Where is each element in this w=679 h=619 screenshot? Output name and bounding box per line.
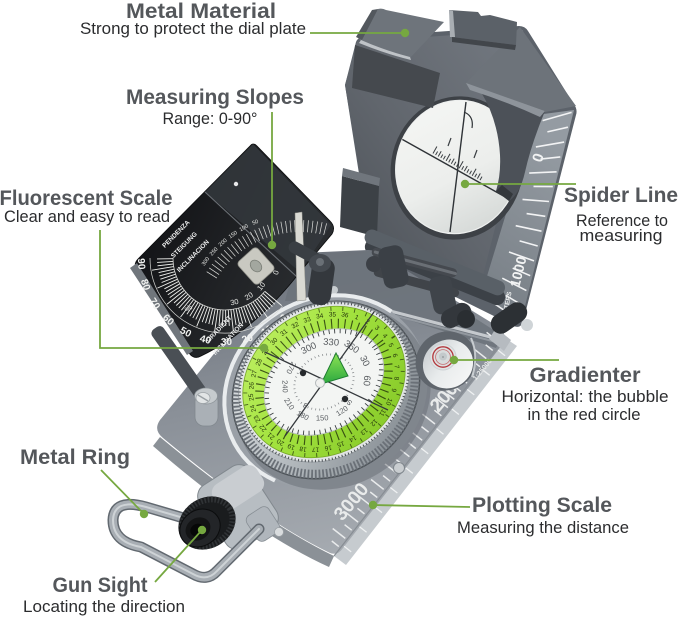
- svg-text:27: 27: [250, 369, 258, 378]
- svg-text:0: 0: [271, 269, 281, 275]
- svg-text:Spider Line: Spider Line: [564, 183, 678, 207]
- svg-text:90: 90: [135, 258, 147, 270]
- svg-text:31: 31: [279, 328, 289, 338]
- svg-text:200: 200: [218, 238, 229, 249]
- svg-text:Locating the direction: Locating the direction: [23, 597, 185, 616]
- svg-text:11: 11: [377, 408, 387, 418]
- svg-text:28: 28: [255, 357, 264, 367]
- svg-text:Strong to protect the dial pla: Strong to protect the dial plate: [80, 19, 306, 38]
- svg-text:S: S: [346, 397, 354, 406]
- svg-text:Horizontal: the bubble: Horizontal: the bubble: [502, 387, 669, 406]
- svg-text:34: 34: [316, 313, 325, 321]
- svg-text:30: 30: [221, 337, 233, 348]
- svg-text:26: 26: [248, 382, 255, 390]
- svg-text:Gradienter: Gradienter: [530, 363, 642, 387]
- svg-text:2: 2: [364, 318, 371, 326]
- svg-text:15: 15: [336, 439, 345, 448]
- svg-text:150: 150: [316, 413, 329, 422]
- svg-text:%: %: [183, 303, 194, 314]
- svg-text:24: 24: [249, 403, 258, 412]
- svg-text:14: 14: [347, 434, 357, 444]
- svg-text:32: 32: [291, 321, 301, 331]
- svg-text:12: 12: [368, 417, 378, 427]
- svg-text:10: 10: [384, 397, 393, 407]
- svg-text:6: 6: [391, 353, 399, 359]
- svg-text:Metal Ring: Metal Ring: [20, 445, 130, 469]
- svg-text:13: 13: [358, 426, 368, 436]
- svg-text:30: 30: [357, 354, 372, 368]
- svg-text:measuring: measuring: [580, 226, 663, 245]
- svg-text:Plotting Scale: Plotting Scale: [472, 493, 612, 517]
- svg-text:9: 9: [389, 388, 397, 393]
- svg-text:33: 33: [303, 316, 312, 325]
- svg-text:Range: 0-90°: Range: 0-90°: [163, 109, 258, 128]
- svg-text:60: 60: [361, 375, 373, 386]
- svg-text:in the red circle: in the red circle: [528, 405, 641, 424]
- svg-text:7: 7: [393, 365, 400, 370]
- svg-text:Fluorescent Scale: Fluorescent Scale: [0, 186, 173, 210]
- svg-text:25: 25: [248, 393, 256, 402]
- svg-text:80: 80: [138, 278, 152, 292]
- svg-text:5: 5: [387, 342, 395, 349]
- svg-text:16: 16: [324, 443, 333, 451]
- svg-text:300: 300: [201, 256, 211, 267]
- svg-text:3: 3: [373, 325, 381, 333]
- svg-text:Clear and easy to read: Clear and easy to read: [4, 207, 170, 226]
- svg-text:330: 330: [323, 337, 340, 349]
- svg-text:240: 240: [280, 380, 289, 393]
- svg-text:20: 20: [243, 290, 255, 302]
- svg-text:21: 21: [266, 430, 276, 440]
- svg-text:Gun Sight: Gun Sight: [53, 573, 148, 597]
- svg-text:150: 150: [228, 230, 239, 240]
- svg-text:30: 30: [269, 336, 279, 346]
- svg-text:S: S: [302, 400, 310, 409]
- svg-text:1000: 1000: [506, 255, 529, 289]
- svg-text:22: 22: [258, 423, 268, 433]
- svg-text:36: 36: [341, 311, 350, 319]
- svg-text:1: 1: [354, 314, 360, 322]
- svg-text:8: 8: [392, 376, 399, 380]
- svg-text:250: 250: [209, 247, 220, 258]
- svg-text:Measuring the distance: Measuring the distance: [457, 518, 629, 537]
- svg-text:20: 20: [241, 332, 255, 346]
- svg-text:50: 50: [178, 325, 193, 340]
- svg-text:100: 100: [239, 224, 250, 234]
- svg-text:4: 4: [381, 333, 389, 340]
- svg-text:20: 20: [275, 437, 285, 447]
- svg-text:30: 30: [229, 297, 239, 308]
- svg-text:17: 17: [311, 445, 319, 452]
- svg-text:40: 40: [199, 334, 213, 347]
- svg-text:Reference to: Reference to: [576, 211, 668, 230]
- svg-text:Measuring Slopes: Measuring Slopes: [126, 85, 304, 109]
- svg-text:19: 19: [286, 441, 296, 450]
- svg-text:35: 35: [329, 311, 337, 318]
- svg-text:50: 50: [252, 219, 260, 227]
- svg-text:23: 23: [253, 413, 263, 423]
- svg-text:Metal Material: Metal Material: [126, 0, 276, 23]
- svg-text:18: 18: [299, 444, 308, 452]
